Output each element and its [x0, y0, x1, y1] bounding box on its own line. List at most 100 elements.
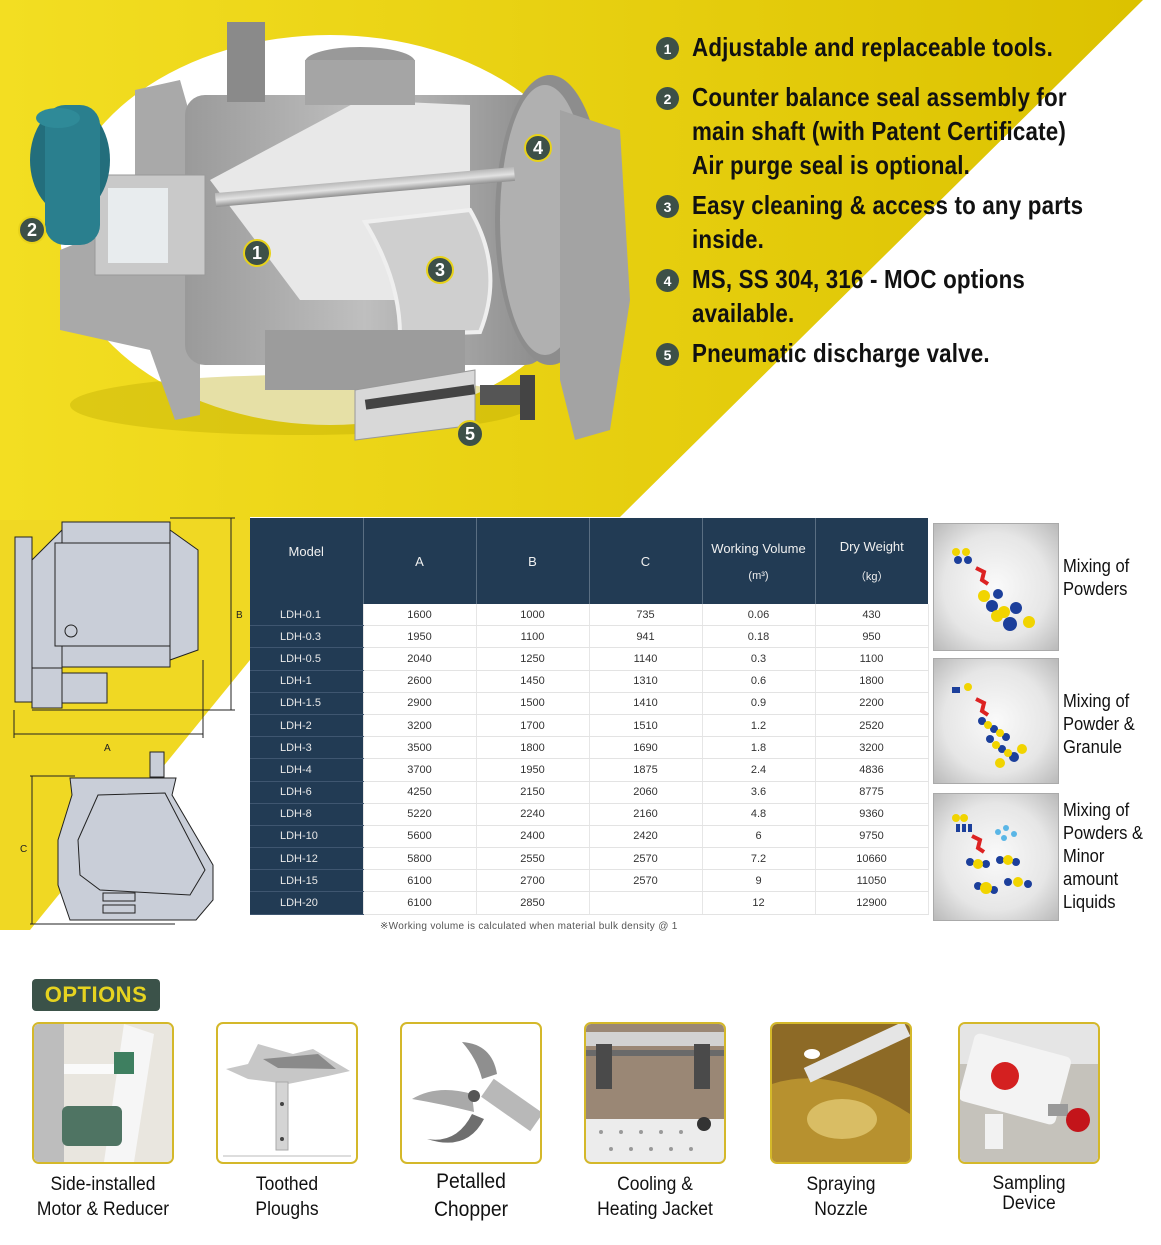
table-cell: 1700 [476, 714, 590, 738]
feature-line: Counter balance seal assembly for [692, 82, 1067, 112]
table-cell: 3700 [363, 758, 477, 782]
table-header-row: Model A B C Working Volume(m³) Dry Weigh… [250, 518, 928, 604]
number-badge-icon: 1 [656, 37, 679, 60]
table-cell: 5600 [363, 825, 477, 849]
table-cell: 4836 [815, 758, 929, 782]
table-cell: 0.9 [702, 692, 816, 715]
table-cell: 2570 [589, 847, 703, 871]
mixing-powders-image [933, 523, 1059, 651]
table-cell: 2060 [589, 781, 703, 804]
feature-item-3: 3 Easy cleaning & access to any parts in… [656, 188, 1156, 256]
mixing-powders-liquids-image [933, 793, 1059, 921]
table-cell: 2420 [589, 825, 703, 849]
feature-line: inside. [692, 224, 765, 254]
table-cell: 3500 [363, 736, 477, 760]
table-cell: 9 [702, 869, 816, 893]
table-cell: 2040 [363, 647, 477, 671]
table-cell: 4.8 [702, 803, 816, 826]
model-cell: LDH-10 [250, 825, 364, 849]
table-cell: 2700 [476, 869, 590, 893]
table-footnote: ※Working volume is calculated when mater… [380, 921, 678, 932]
table-cell: 2160 [589, 803, 703, 826]
table-cell: 10660 [815, 847, 929, 871]
column-header-dry-weight: Dry Weight（kg） [815, 518, 928, 604]
option-cooling-heating-jacket: Cooling &Heating Jacket [584, 1022, 726, 1222]
table-cell: 6100 [363, 869, 477, 893]
table-cell: 1450 [476, 670, 590, 693]
callout-badge-3: 3 [426, 256, 454, 284]
table-cell: 2600 [363, 670, 477, 693]
model-cell: LDH-12 [250, 847, 364, 871]
mixing-powder-granule-image [933, 658, 1059, 784]
table-cell: 1410 [589, 692, 703, 715]
feature-text: Easy cleaning & access to any parts insi… [692, 188, 1091, 256]
feature-text: Adjustable and replaceable tools. [692, 32, 1054, 62]
table-cell: 1310 [589, 670, 703, 693]
feature-text: Pneumatic discharge valve. [692, 338, 990, 368]
table-cell: 950 [815, 625, 929, 649]
table-cell: 2570 [589, 869, 703, 893]
feature-item-1: 1 Adjustable and replaceable tools. [656, 30, 1156, 64]
feature-line: Easy cleaning & access to any parts [692, 190, 1084, 220]
table-cell: 9360 [815, 803, 929, 826]
option-image [32, 1022, 174, 1164]
table-cell: 1250 [476, 647, 590, 671]
table-cell: 2150 [476, 781, 590, 804]
table-cell: 2400 [476, 825, 590, 849]
table-cell [589, 891, 703, 915]
table-cell: 9750 [815, 825, 929, 849]
table-cell: 1100 [815, 647, 929, 671]
dim-label-b: B [236, 610, 243, 621]
table-cell: 3200 [363, 714, 477, 738]
column-header-a: A [363, 518, 477, 604]
option-image [958, 1022, 1100, 1164]
column-header-model: Model [250, 518, 364, 604]
specification-table: Model A B C Working Volume(m³) Dry Weigh… [250, 518, 929, 915]
model-cell: LDH-0.5 [250, 647, 364, 671]
table-cell: 4250 [363, 781, 477, 804]
model-cell: LDH-3 [250, 736, 364, 760]
table-cell: 7.2 [702, 847, 816, 871]
column-header-c: C [589, 518, 703, 604]
callout-badge-2: 2 [18, 216, 46, 244]
model-cell: LDH-6 [250, 781, 364, 804]
feature-line: MS, SS 304, 316 - MOC options [692, 264, 1026, 294]
table-cell: 8775 [815, 781, 929, 804]
feature-item-4: 4 MS, SS 304, 316 - MOC options availabl… [656, 262, 1156, 330]
table-cell: 1800 [815, 670, 929, 693]
table-cell: 1000 [476, 604, 590, 627]
feature-item-5: 5 Pneumatic discharge valve. [656, 336, 1156, 370]
table-cell: 1950 [476, 758, 590, 782]
table-cell: 0.18 [702, 625, 816, 649]
feature-text: Counter balance seal assembly for main s… [692, 80, 1091, 182]
model-cell: LDH-1.5 [250, 692, 364, 715]
dim-label-c: C [20, 844, 27, 855]
feature-text: MS, SS 304, 316 - MOC options available. [692, 262, 1091, 330]
dimension-drawings: A B C [0, 510, 250, 930]
table-cell: 6100 [363, 891, 477, 915]
table-cell: 1100 [476, 625, 590, 649]
table-cell: 2900 [363, 692, 477, 715]
column-header-b: B [476, 518, 590, 604]
table-cell: 2520 [815, 714, 929, 738]
option-image [216, 1022, 358, 1164]
dim-label-a: A [104, 743, 111, 754]
table-cell: 6 [702, 825, 816, 849]
table-cell: 2550 [476, 847, 590, 871]
